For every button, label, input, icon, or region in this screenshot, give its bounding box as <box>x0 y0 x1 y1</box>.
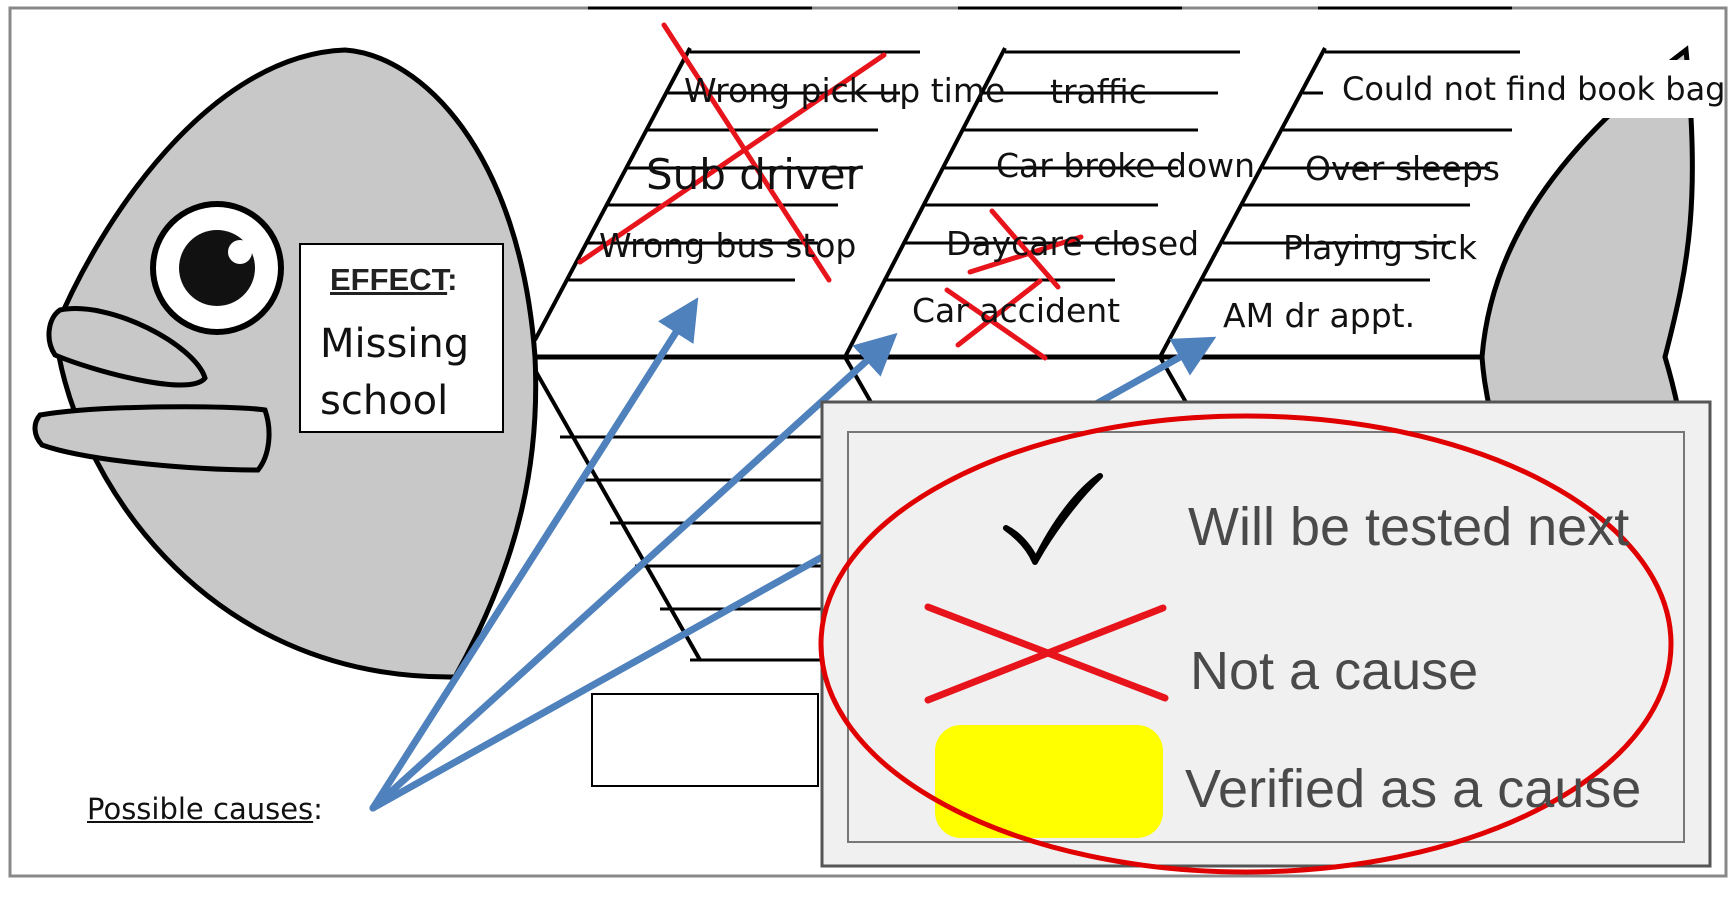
legend-not-cause-label: Not a cause <box>1190 641 1479 701</box>
effect-line: Missing <box>320 321 470 367</box>
legend-inner-frame <box>847 431 1685 843</box>
effect-line: school <box>320 378 449 424</box>
cause-label: AM dr appt. <box>1223 296 1416 335</box>
outer-frame <box>8 6 1728 878</box>
cause-label: Wrong bus stop <box>599 226 857 265</box>
lower-bone <box>533 369 702 661</box>
sub-bones-lower <box>560 435 830 662</box>
x-cross-icon <box>924 603 1169 704</box>
fish-eye-shine <box>228 240 252 264</box>
empty-category-box <box>591 693 819 787</box>
effect-text: Missing school <box>320 316 510 430</box>
legend-tested-label: Will be tested next <box>1188 497 1630 557</box>
cause-label: traffic <box>1050 72 1147 111</box>
cause-label: Daycare closed <box>946 224 1200 263</box>
cause-label: Over sleeps <box>1305 149 1500 188</box>
effect-box <box>299 243 504 433</box>
fish-upper-lip <box>46 306 208 388</box>
upper-bone <box>843 47 1007 358</box>
effect-heading: EFFECT: <box>330 262 458 297</box>
cause-label: Car accident <box>912 291 1121 330</box>
upper-bone <box>533 47 692 341</box>
check-icon <box>1003 473 1103 565</box>
cause-label: Could not find book bag <box>1342 70 1726 108</box>
possible-causes-label: Possible causes: <box>87 792 323 826</box>
upper-bone <box>1158 47 1327 358</box>
crossed-out-marks <box>577 22 1084 361</box>
label-bg <box>1323 60 1723 118</box>
fish-lower-lip <box>32 404 272 473</box>
cause-label: Sub driver <box>646 150 863 199</box>
legend-ellipse <box>818 413 1674 875</box>
legend-verified-label: Verified as a cause <box>1185 759 1642 819</box>
yellow-swatch <box>935 725 1163 838</box>
cause-label: Car broke down <box>996 146 1256 185</box>
cause-label: Wrong pick up time <box>684 71 1006 110</box>
cause-label: Playing sick <box>1283 228 1477 267</box>
